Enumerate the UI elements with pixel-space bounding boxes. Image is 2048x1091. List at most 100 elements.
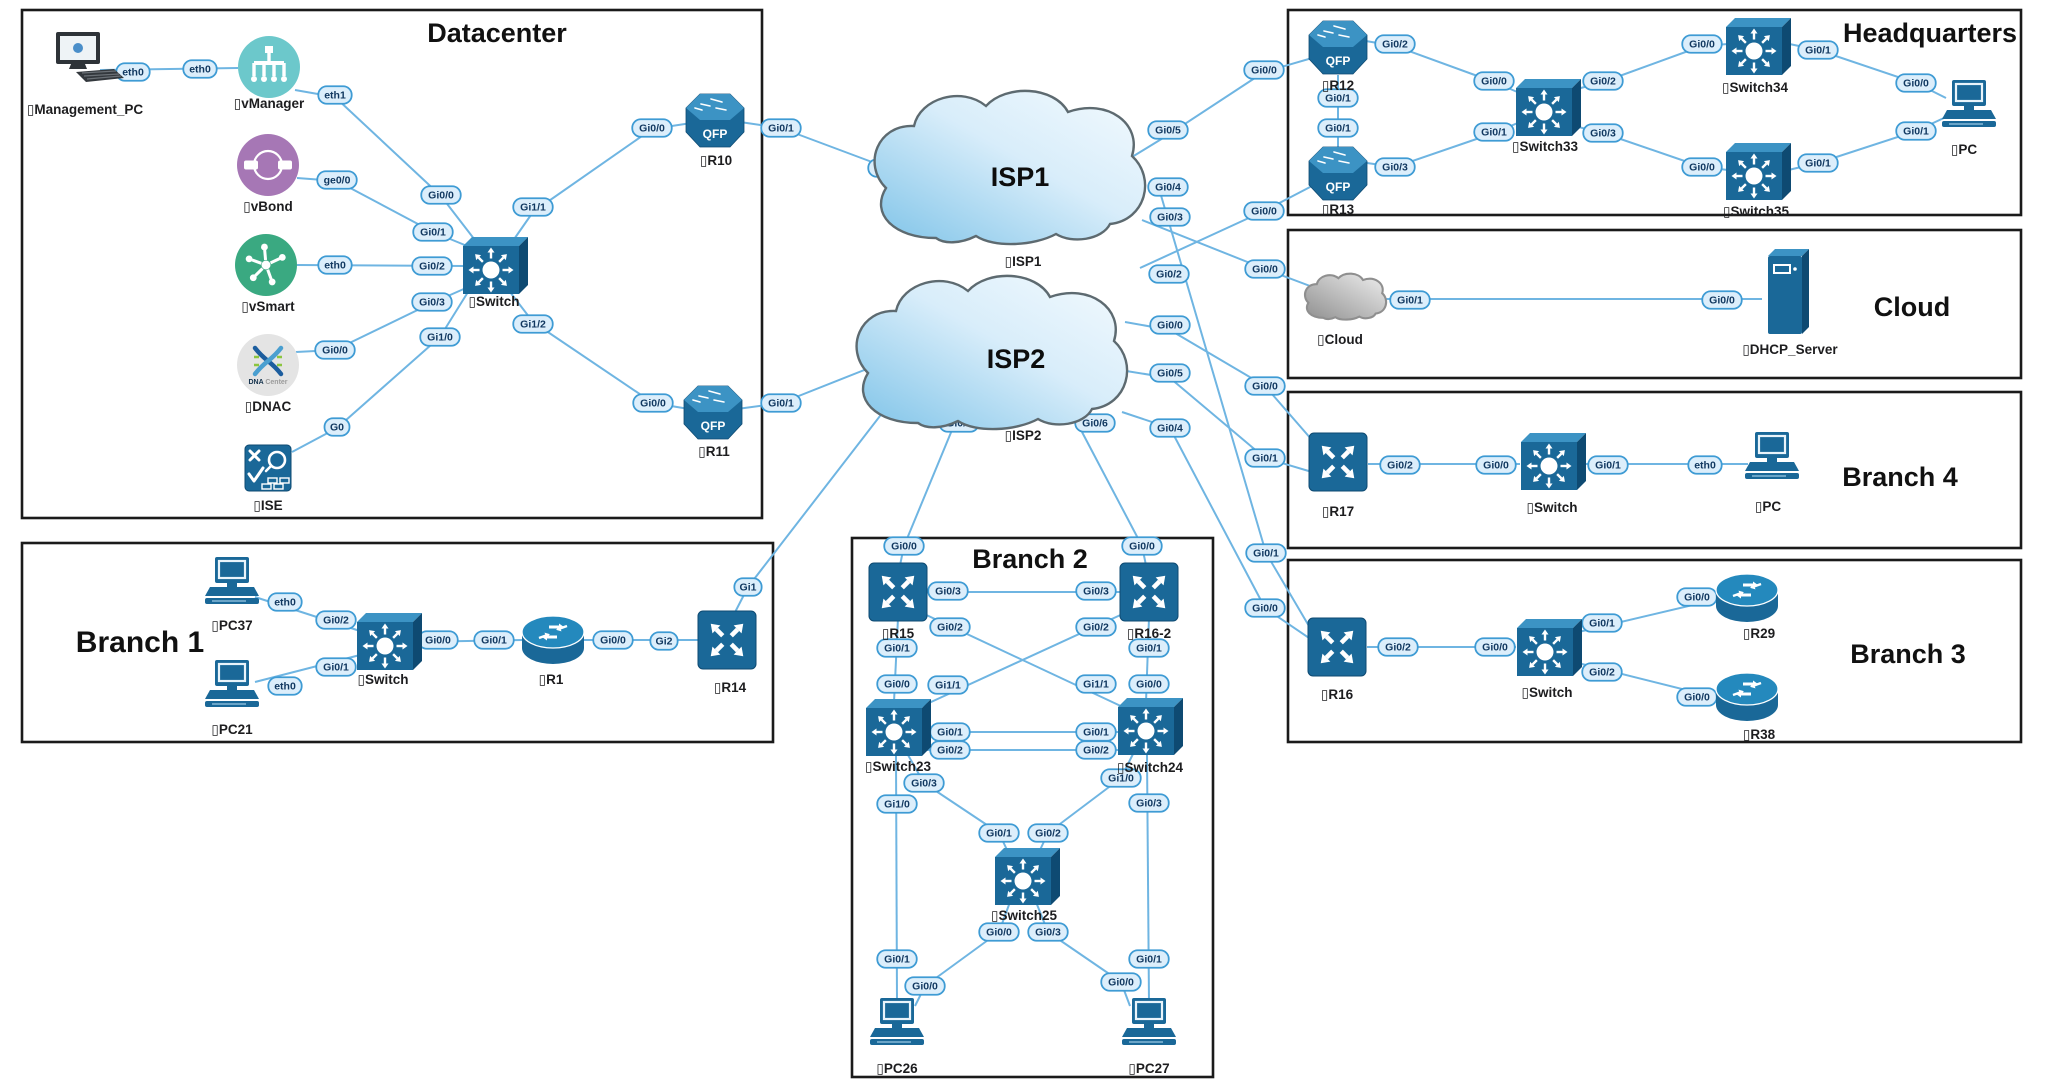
interface-label-pill: Gi0/0: [1243, 60, 1285, 80]
device-r14[interactable]: [697, 610, 757, 670]
interface-label-pill: Gi0/0: [632, 393, 674, 413]
device-vmanager[interactable]: [238, 36, 300, 98]
device-label-vbond: ▯vBond: [243, 199, 292, 214]
interface-label-pill: Gi0/2: [1581, 662, 1623, 682]
interface-label-pill: Gi0/0: [904, 976, 946, 996]
interface-label-pill: Gi1/0: [419, 327, 461, 347]
svg-text:eth0: eth0: [1694, 460, 1716, 472]
svg-text:Gi0/2: Gi0/2: [1385, 642, 1411, 654]
svg-text:Gi0/3: Gi0/3: [1157, 212, 1183, 224]
device-label-r11: ▯R11: [698, 444, 730, 459]
device-r13[interactable]: QFP: [1308, 146, 1368, 201]
device-sw23[interactable]: [866, 699, 931, 756]
device-mgmt_pc[interactable]: [56, 32, 124, 82]
interface-label-pill: Gi0/3: [1582, 123, 1624, 143]
interface-label-pill: Gi0/4: [1147, 177, 1189, 197]
device-sw25[interactable]: [995, 848, 1060, 905]
interface-label-pill: Gi0/0: [1244, 376, 1286, 396]
interface-label-pill: Gi0/3: [1128, 793, 1170, 813]
device-b4_switch[interactable]: [1521, 433, 1586, 490]
device-b4_pc[interactable]: [1745, 432, 1799, 479]
device-hq_pc[interactable]: [1942, 80, 1996, 127]
device-label-isp2: ▯ISP2: [1005, 428, 1042, 443]
svg-text:Gi0/2: Gi0/2: [1083, 745, 1109, 757]
device-pc26[interactable]: [870, 998, 924, 1045]
interface-label-pill: Gi0/3: [1149, 207, 1191, 227]
interface-label-pill: Gi0/1: [1075, 722, 1117, 742]
device-label-r12: ▯R12: [1322, 78, 1354, 93]
interface-label-pill: Gi0/1: [1245, 543, 1287, 563]
svg-text:Gi0/0: Gi0/0: [884, 679, 910, 691]
device-label-b3_switch: ▯Switch: [1522, 685, 1573, 700]
svg-text:Gi1/0: Gi1/0: [1108, 773, 1134, 785]
device-label-dnac: ▯DNAC: [245, 399, 292, 414]
device-pc21[interactable]: [205, 660, 259, 707]
site-title-cloud: Cloud: [1874, 292, 1950, 322]
device-dhcp[interactable]: [1768, 249, 1809, 334]
link-isp2-r17b: [1119, 369, 1313, 473]
interface-label-pill: Gi0/2: [315, 610, 357, 630]
link-isp2-r16: [1121, 411, 1313, 641]
interface-label-pill: Gi1/1: [927, 675, 969, 695]
svg-text:Gi0/0: Gi0/0: [322, 345, 348, 357]
interface-label-pill: Gi0/5: [1147, 120, 1189, 140]
device-dc_switch[interactable]: [463, 237, 528, 294]
device-pc27[interactable]: [1122, 998, 1176, 1045]
interface-label-pill: Gi0/1: [473, 630, 515, 650]
device-b1_switch[interactable]: [357, 613, 422, 670]
device-r16_2[interactable]: [1119, 562, 1179, 622]
device-sw33[interactable]: [1516, 79, 1581, 136]
interface-label-pill: Gi0/3: [411, 292, 453, 312]
svg-text:Gi0/1: Gi0/1: [1903, 126, 1929, 138]
interface-label-pill: Gi0/2: [411, 256, 453, 276]
device-pc37[interactable]: [205, 557, 259, 604]
device-sw35[interactable]: [1726, 143, 1791, 200]
device-r38[interactable]: [1715, 672, 1779, 721]
link-sw25-pc26: [914, 901, 1011, 1007]
device-r10[interactable]: QFP: [685, 93, 745, 148]
site-box-datacenter: [20, 8, 764, 520]
device-label-sw25: ▯Switch25: [991, 908, 1057, 923]
svg-text:eth0: eth0: [122, 67, 144, 79]
svg-text:QFP: QFP: [701, 419, 726, 433]
device-label-r13: ▯R13: [1322, 202, 1355, 217]
device-r11[interactable]: QFP: [683, 385, 743, 440]
device-label-r10: ▯R10: [700, 153, 732, 168]
interface-label-pill: Gi0/3: [1027, 922, 1069, 942]
device-r29[interactable]: [1715, 573, 1779, 622]
svg-text:Gi0/1: Gi0/1: [1136, 643, 1162, 655]
interface-label-pill: Gi0/0: [420, 185, 462, 205]
device-sw24[interactable]: [1118, 698, 1183, 755]
site-title-headquarters: Headquarters: [1843, 18, 2017, 48]
device-cloud_dev[interactable]: [1303, 272, 1388, 321]
svg-text:Gi0/2: Gi0/2: [1382, 39, 1408, 51]
device-label-sw33: ▯Switch33: [1512, 139, 1578, 154]
svg-text:Gi0/1: Gi0/1: [884, 643, 910, 655]
device-r12[interactable]: QFP: [1308, 20, 1368, 75]
interface-label-pill: Gi0/0: [1244, 259, 1286, 279]
device-dnac[interactable]: DNA Center: [237, 334, 299, 396]
link-ise-dcswitch: [291, 291, 469, 453]
device-r17[interactable]: [1308, 432, 1368, 492]
device-vsmart[interactable]: [235, 234, 297, 296]
site-title-datacenter: Datacenter: [427, 18, 567, 48]
device-label-cloud_dev: ▯Cloud: [1317, 332, 1363, 347]
device-vbond[interactable]: [237, 134, 299, 196]
device-isp2[interactable]: [855, 274, 1129, 431]
device-sw34[interactable]: [1726, 18, 1791, 75]
svg-text:Gi0/1: Gi0/1: [1136, 954, 1162, 966]
svg-text:Gi0/0: Gi0/0: [1129, 541, 1155, 553]
device-r16[interactable]: [1307, 617, 1367, 677]
svg-text:Gi0/2: Gi0/2: [937, 745, 963, 757]
svg-text:Gi1/1: Gi1/1: [935, 680, 961, 692]
device-b3_switch[interactable]: [1517, 619, 1582, 676]
device-isp1[interactable]: [873, 89, 1147, 246]
interface-label-pill: Gi0/0: [1475, 455, 1517, 475]
device-r1[interactable]: [521, 615, 585, 664]
svg-text:G0: G0: [330, 422, 344, 434]
interface-label-pill: Gi0/0: [631, 118, 673, 138]
svg-text:Gi0/0: Gi0/0: [1689, 39, 1715, 51]
device-ise[interactable]: [244, 444, 292, 492]
device-r15[interactable]: [868, 562, 928, 622]
